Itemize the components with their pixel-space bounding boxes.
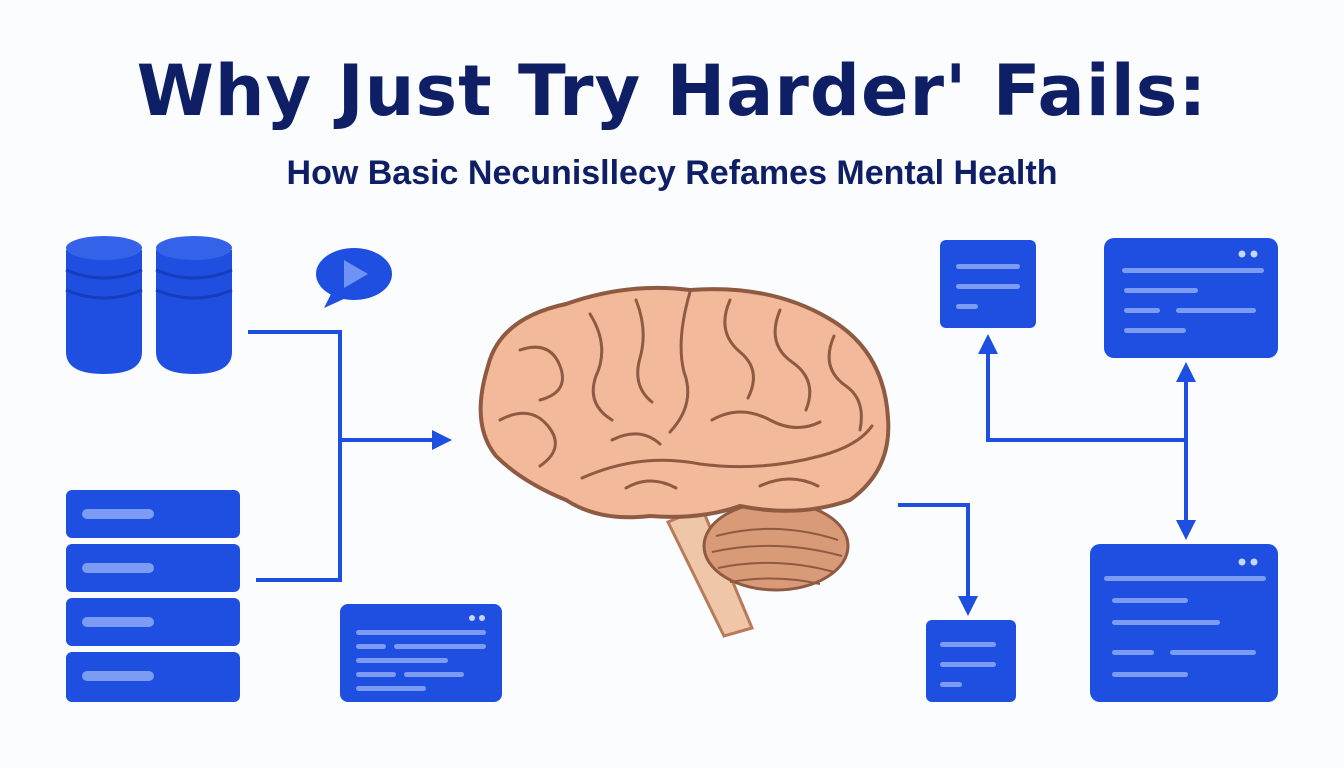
- database-cylinder-right: [155, 236, 233, 374]
- play-speech-bubble-icon: [316, 248, 392, 308]
- database-cylinder-left: [65, 236, 143, 374]
- server-row: [66, 598, 240, 646]
- window-card-top-right: [1104, 238, 1278, 358]
- cerebrum: [478, 285, 891, 520]
- page-title: Why Just Try Harder' Fails:: [136, 50, 1208, 132]
- database-icon: [65, 236, 233, 374]
- window-card-bottom-left: [340, 604, 502, 702]
- server-row: [66, 490, 240, 538]
- brain-icon: [478, 285, 891, 638]
- server-row: [66, 652, 240, 702]
- text-card-bottom-center: [926, 620, 1016, 702]
- page-subtitle: How Basic Necunisllecy Refames Mental He…: [286, 154, 1058, 192]
- window-card-bottom-right: [1090, 544, 1278, 702]
- server-row: [66, 544, 240, 592]
- connector-brain-to-card-bottom: [898, 503, 978, 616]
- server-stack-icon: [66, 490, 240, 702]
- text-card-top-right: [940, 240, 1036, 328]
- connector-split-left: [978, 334, 1186, 442]
- connector-stack-to-junction: [256, 440, 342, 582]
- connector-database-to-brain: [248, 330, 452, 450]
- connectors: [248, 330, 1196, 616]
